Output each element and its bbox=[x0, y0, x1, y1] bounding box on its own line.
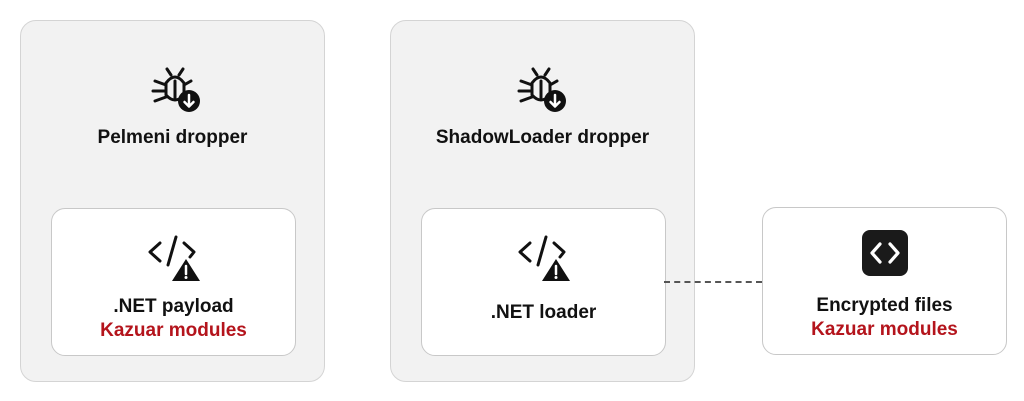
encrypted-files-box: Encrypted files Kazuar modules bbox=[762, 207, 1007, 355]
net-payload-box: .NET payload Kazuar modules bbox=[51, 208, 296, 356]
net-payload-sub: Kazuar modules bbox=[100, 320, 247, 341]
code-warning-icon bbox=[148, 235, 200, 281]
code-file-icon bbox=[862, 230, 908, 276]
shadowloader-dropper-box: ShadowLoader dropper .NET loader bbox=[390, 20, 695, 382]
net-loader-box: .NET loader bbox=[421, 208, 666, 356]
net-loader-label: .NET loader bbox=[490, 302, 597, 323]
net-payload-label: .NET payload bbox=[113, 296, 234, 317]
dashed-connector bbox=[664, 281, 762, 283]
malware-download-icon bbox=[517, 67, 566, 112]
pelmeni-dropper-box: Pelmeni dropper .NET payload Kazuar modu… bbox=[20, 20, 325, 382]
malware-download-icon bbox=[151, 67, 200, 112]
encrypted-files-label: Encrypted files bbox=[816, 295, 953, 316]
shadowloader-dropper-title: ShadowLoader dropper bbox=[435, 127, 650, 148]
code-warning-icon bbox=[518, 235, 570, 281]
pelmeni-dropper-title: Pelmeni dropper bbox=[97, 127, 248, 148]
encrypted-files-sub: Kazuar modules bbox=[811, 319, 958, 340]
